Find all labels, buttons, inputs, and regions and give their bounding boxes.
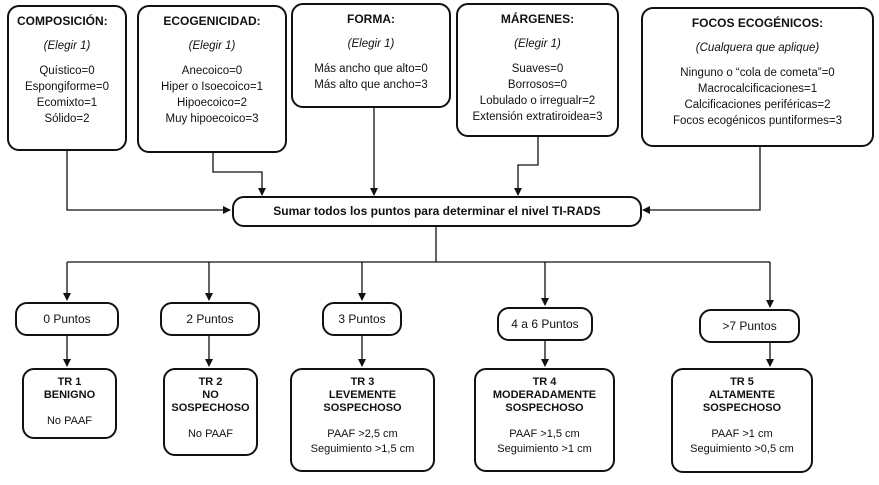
tr5-recommendation: Seguimiento >0,5 cm [690, 443, 794, 455]
tr4-recommendation: Seguimiento >1 cm [497, 443, 592, 455]
points-label: 0 Puntos [43, 312, 91, 326]
focos-option: Ninguno o “cola de cometa”=0 [680, 67, 835, 79]
points-label: 2 Puntos [186, 312, 234, 326]
points-label: >7 Puntos [722, 319, 777, 333]
forma-title: FORMA: [347, 12, 395, 26]
sum-points-box: Sumar todos los puntos para determinar e… [232, 196, 642, 227]
tr2-description: SOSPECHOSO [171, 402, 250, 414]
ecogenicidad-option: Anecoico=0 [181, 65, 243, 77]
margenes-option: Lobulado o irregualr=2 [479, 95, 596, 107]
ecogenicidad-option: Hipoecoico=2 [176, 97, 247, 109]
tr3-level: TR 3 [350, 376, 375, 388]
tr5-level: TR 5 [730, 376, 754, 388]
focos-option: Macrocalcificaciones=1 [697, 83, 818, 95]
composicion-instruction: (Elegir 1) [43, 40, 91, 52]
forma-instruction: (Elegir 1) [347, 38, 395, 50]
forma-option: Más alto que ancho=3 [314, 79, 428, 91]
tr4-description: SOSPECHOSO [505, 402, 584, 414]
tr5-description: ALTAMENTE [708, 389, 776, 401]
tr2-box: TR 2 NO SOSPECHOSO No PAAF [163, 368, 258, 456]
composicion-title: COMPOSICIÓN: [17, 14, 108, 28]
tr3-description: SOSPECHOSO [323, 402, 402, 414]
tr3-recommendation: PAAF >2,5 cm [327, 428, 398, 440]
tr3-description: LEVEMENTE [328, 389, 397, 401]
box-ecogenicidad: ECOGENICIDAD: (Elegir 1) Anecoico=0 Hipe… [137, 5, 287, 153]
margenes-instruction: (Elegir 1) [514, 38, 561, 50]
tr4-recommendation: PAAF >1,5 cm [509, 428, 580, 440]
tr4-description: MODERADAMENTE [492, 389, 597, 401]
ecogenicidad-instruction: (Elegir 1) [188, 40, 236, 52]
composicion-option: Espongiforme=0 [24, 81, 110, 93]
box-margenes: MÁRGENES: (Elegir 1) Suaves=0 Borrosos=0… [456, 3, 619, 137]
arrow-composicion [66, 150, 231, 214]
tr5-box: TR 5 ALTAMENTE SOSPECHOSO PAAF >1 cm Seg… [671, 368, 813, 473]
points-label: 3 Puntos [338, 312, 386, 326]
box-composicion: COMPOSICIÓN: (Elegir 1) Quístico=0 Espon… [7, 5, 127, 151]
tr4-level: TR 4 [532, 376, 557, 388]
box-focos-ecogenicos: FOCOS ECOGÉNICOS: (Cualquera que aplique… [641, 7, 874, 147]
forma-option: Más ancho que alto=0 [314, 63, 428, 75]
tr2-recommendation: No PAAF [187, 428, 234, 440]
tr1-level: TR 1 [57, 376, 82, 388]
tr1-box: TR 1 BENIGNO No PAAF [22, 368, 117, 439]
tr2-description: NO [202, 389, 219, 401]
ecogenicidad-option: Muy hipoecoico=3 [165, 113, 259, 125]
focos-instruction: (Cualquera que aplique) [695, 42, 820, 54]
points-box-0: 0 Puntos [15, 302, 119, 336]
focos-title: FOCOS ECOGÉNICOS: [691, 16, 824, 30]
points-box-4-6: 4 a 6 Puntos [497, 307, 593, 341]
tr3-recommendation: Seguimiento >1,5 cm [310, 443, 415, 455]
composicion-option: Ecomixto=1 [36, 97, 98, 109]
tr5-description: SOSPECHOSO [702, 402, 782, 414]
margenes-option: Extensión extratiroidea=3 [472, 111, 603, 123]
arrow-ecogenicidad [212, 152, 266, 196]
tr1-recommendation: No PAAF [46, 415, 93, 427]
box-forma: FORMA: (Elegir 1) Más ancho que alto=0 M… [291, 3, 451, 108]
points-box-7: >7 Puntos [699, 309, 800, 343]
points-label: 4 a 6 Puntos [511, 317, 579, 331]
points-box-2: 2 Puntos [160, 302, 260, 336]
tr1-description: BENIGNO [43, 389, 96, 401]
margenes-title: MÁRGENES: [500, 12, 575, 26]
tr2-level: TR 2 [198, 376, 223, 388]
margenes-option: Suaves=0 [511, 63, 564, 75]
ecogenicidad-option: Hiper o Isoecoico=1 [161, 81, 263, 93]
ecogenicidad-title: ECOGENICIDAD: [163, 14, 261, 28]
tr5-recommendation: PAAF >1 cm [711, 428, 773, 440]
arrow-margenes [514, 136, 539, 196]
margenes-option: Borrosos=0 [507, 79, 568, 91]
points-box-3: 3 Puntos [322, 302, 402, 336]
composicion-option: Sólido=2 [44, 113, 90, 125]
composicion-option: Quístico=0 [39, 65, 95, 77]
focos-option: Focos ecogénicos puntiformes=3 [672, 115, 843, 127]
tr4-box: TR 4 MODERADAMENTE SOSPECHOSO PAAF >1,5 … [474, 368, 615, 472]
arrow-focos [642, 146, 761, 214]
tr3-box: TR 3 LEVEMENTE SOSPECHOSO PAAF >2,5 cm S… [290, 368, 435, 472]
sum-points-label: Sumar todos los puntos para determinar e… [273, 204, 601, 218]
focos-option: Calcificaciones periféricas=2 [684, 99, 831, 111]
